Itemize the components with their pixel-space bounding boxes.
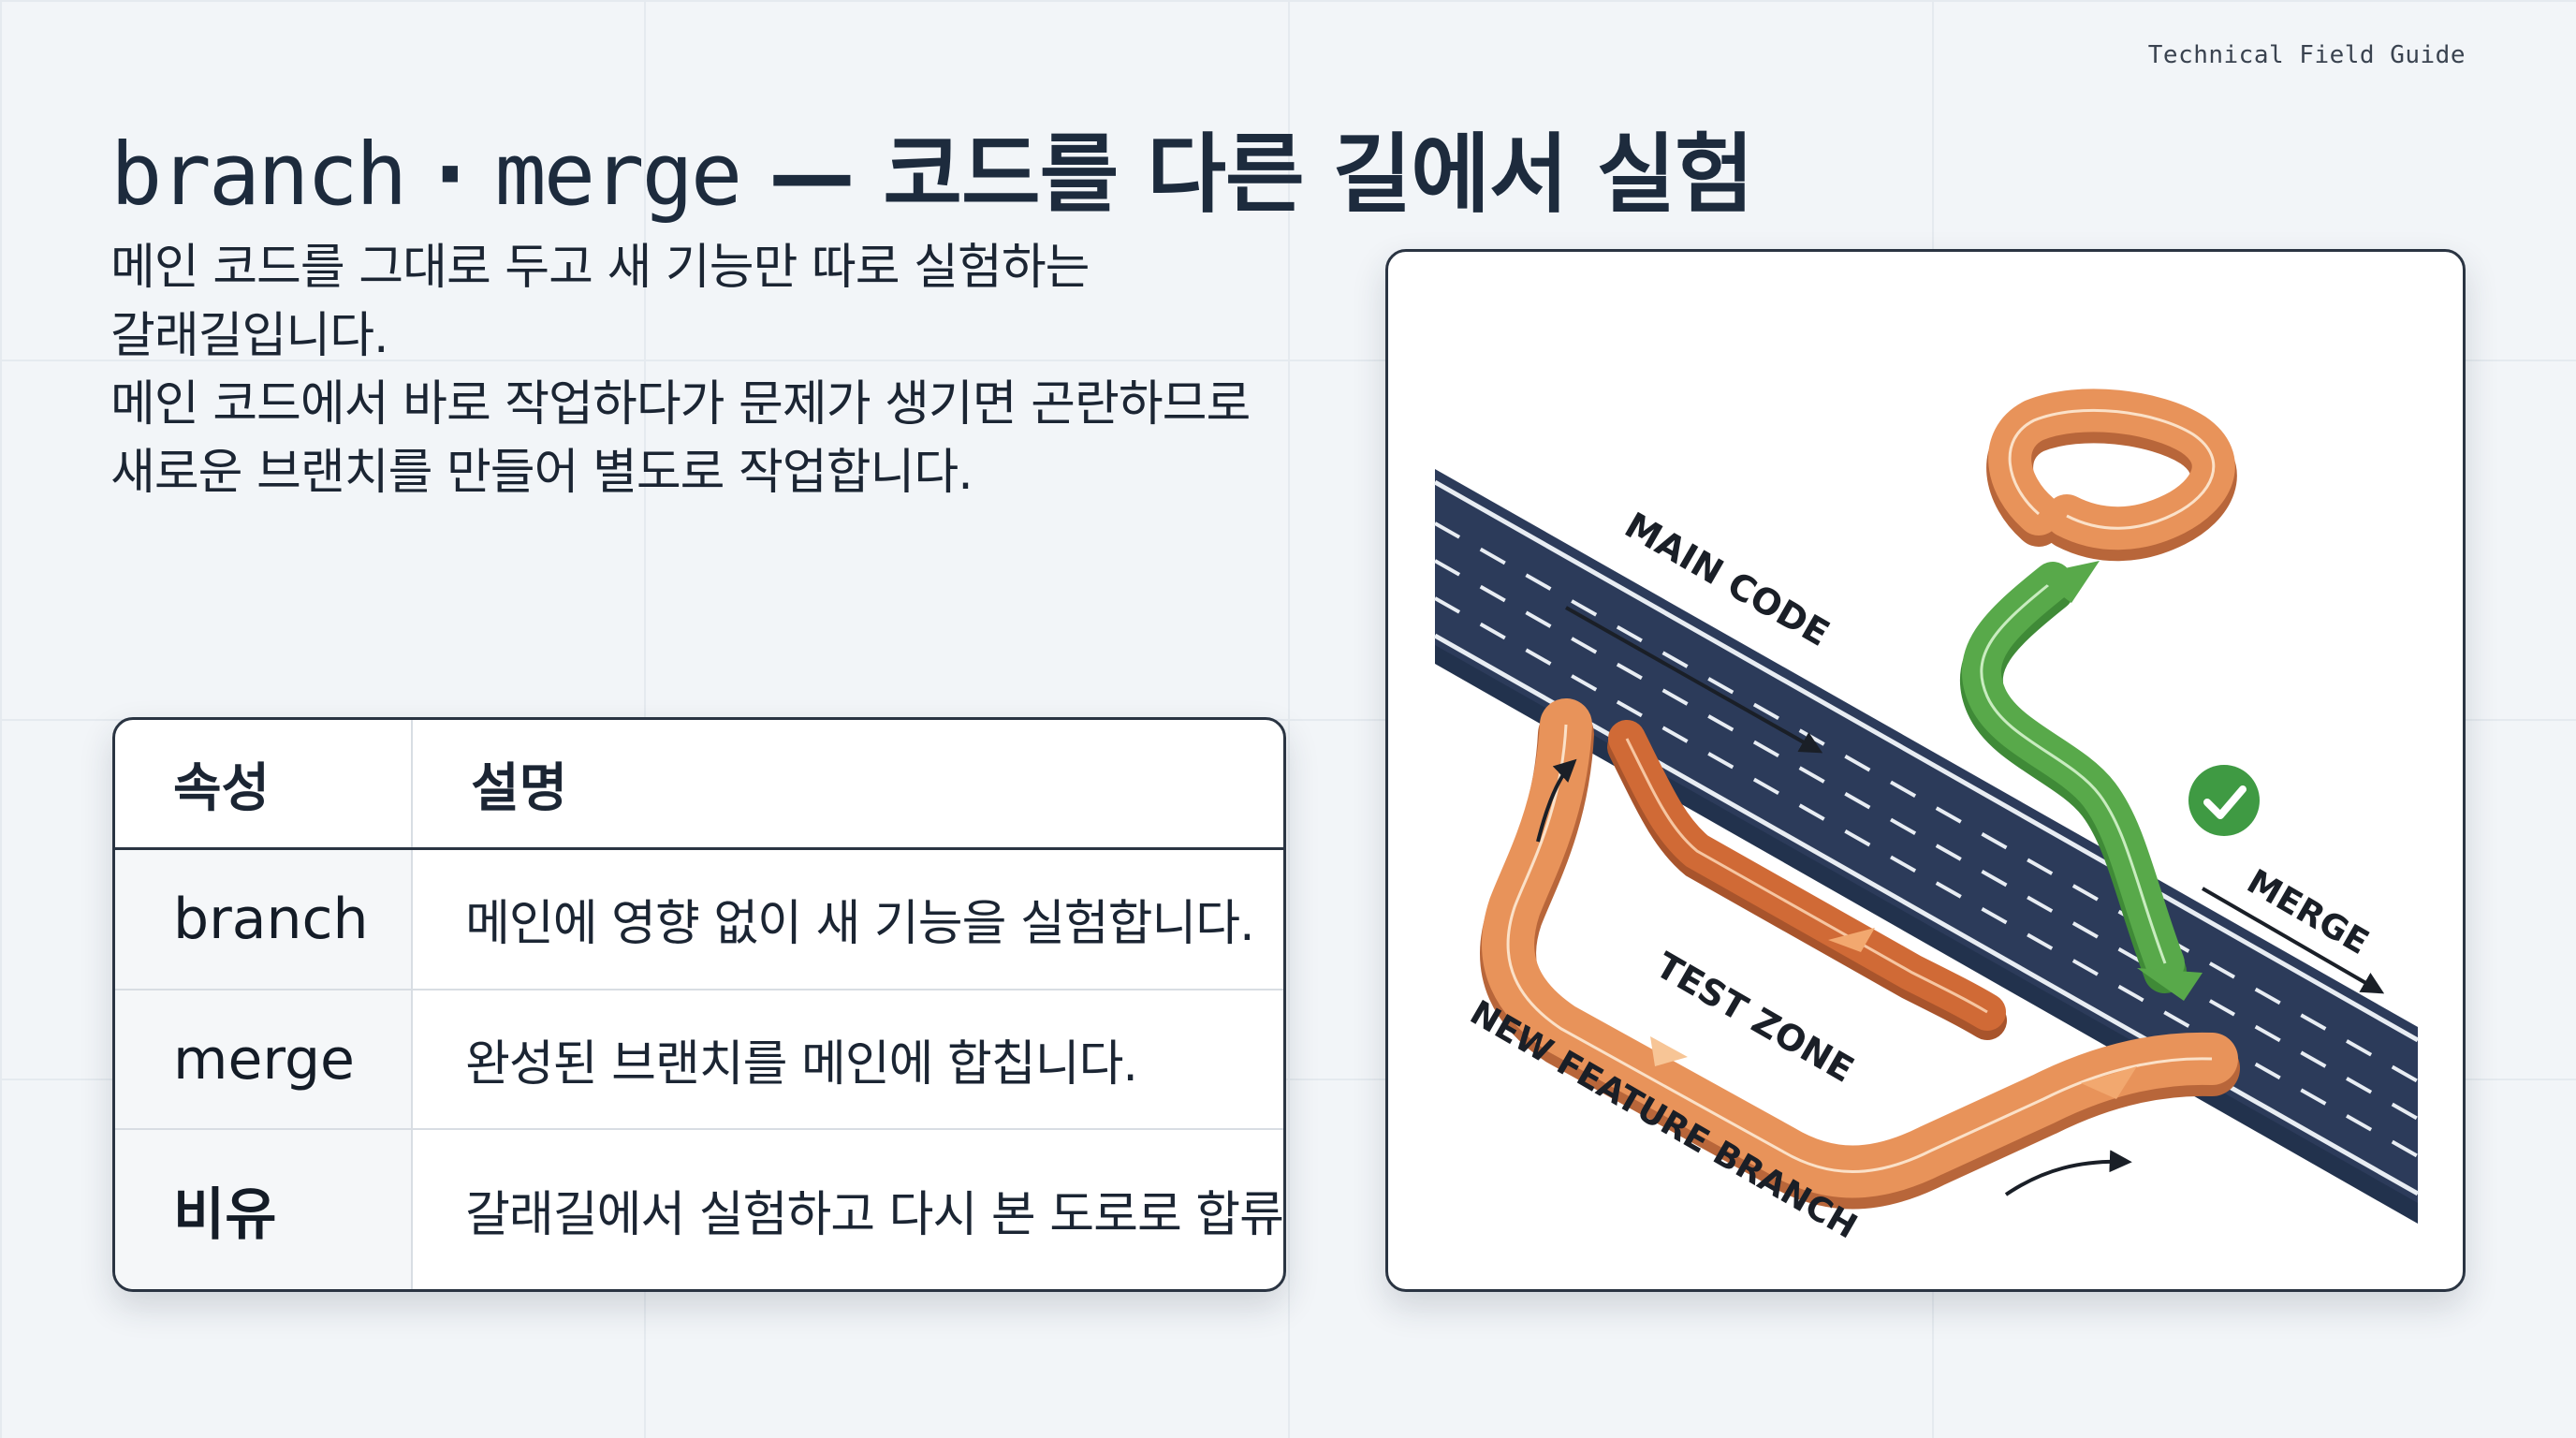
title-dot: · [404,125,495,225]
page-title: branch · merge — 코드를 다른 길에서 실험 [110,105,1754,229]
header-attribute: 속성 [115,720,414,850]
upper-loop-centerline [2008,408,2216,530]
main-road [1433,469,2420,1224]
branch-direction-arrow [2081,1066,2137,1099]
row-attribute: 비유 [115,1129,414,1289]
row-description: 메인에 영향 없이 새 기능을 실험합니다. [412,848,1283,990]
table-row: merge 완성된 브랜치를 메인에 합칩니다. [115,989,1283,1131]
table-row: 비유 갈래길에서 실험하고 다시 본 도로로 합류 [115,1129,1283,1289]
row-description: 갈래길에서 실험하고 다시 본 도로로 합류 [465,1186,1283,1243]
title-term-merge: merge [494,125,742,225]
table-header-row: 속성 설명 [115,720,1283,850]
guide-label: Technical Field Guide [2147,41,2466,69]
merge-path-centerline [1980,580,2167,964]
branch-out-arrow-icon [1536,758,1577,843]
merge-path [1959,389,2237,1001]
branch-chevron [1650,1036,1688,1066]
feature-branch-road [1480,698,2240,1210]
main-road-surface [1435,469,2418,1203]
test-zone-centerline [1625,738,1988,1014]
check-circle-icon [2188,765,2260,836]
attribute-table: 속성 설명 branch 메인에 영향 없이 새 기능을 실험합니다. merg… [115,720,1283,1289]
row-attribute: branch [115,848,414,990]
branch-road-centerline [1506,724,2213,1173]
intro-line: 메인 코드를 그대로 두고 새 기능만 따로 실험하는 [110,240,1090,296]
table-row: branch 메인에 영향 없이 새 기능을 실험합니다. [115,848,1283,990]
title-term-branch: branch [110,125,407,225]
intro-line: 새로운 브랜치를 만들어 별도로 작업합니다. [110,445,973,501]
header-description: 설명 [412,720,1283,850]
intro-line: 갈래길입니다. [110,308,389,364]
row-attribute: merge [115,989,414,1131]
road-diagram: MAIN CODE MERGE TEST ZONE NEW FEATURE BR… [1433,389,2420,1247]
branch-return-arrow-icon [2004,1150,2132,1196]
main-direction-arrow-icon [1565,606,1823,754]
merge-direction-arrow-icon [2201,887,2385,994]
test-zone-arrow [1828,928,1875,952]
attribute-table-card: 속성 설명 branch 메인에 영향 없이 새 기능을 실험합니다. merg… [112,717,1286,1292]
main-road-edge-line [1433,633,2420,1196]
intro-line: 메인 코드에서 바로 작업하다가 문제가 생기면 곤란하므로 [110,376,1251,433]
merge-arrowhead [2137,968,2203,1001]
row-description: 완성된 브랜치를 메인에 합칩니다. [412,989,1283,1131]
intro-text: 메인 코드를 그대로 두고 새 기능만 따로 실험하는 갈래길입니다. 메인 코… [110,234,1271,507]
main-road-edge-line [1433,479,2420,1043]
title-rest: — 코드를 다른 길에서 실험 [739,125,1754,225]
road-diagram-card: MAIN CODE MERGE TEST ZONE NEW FEATURE BR… [1385,249,2466,1292]
merge-start-arrowhead [2034,561,2100,603]
